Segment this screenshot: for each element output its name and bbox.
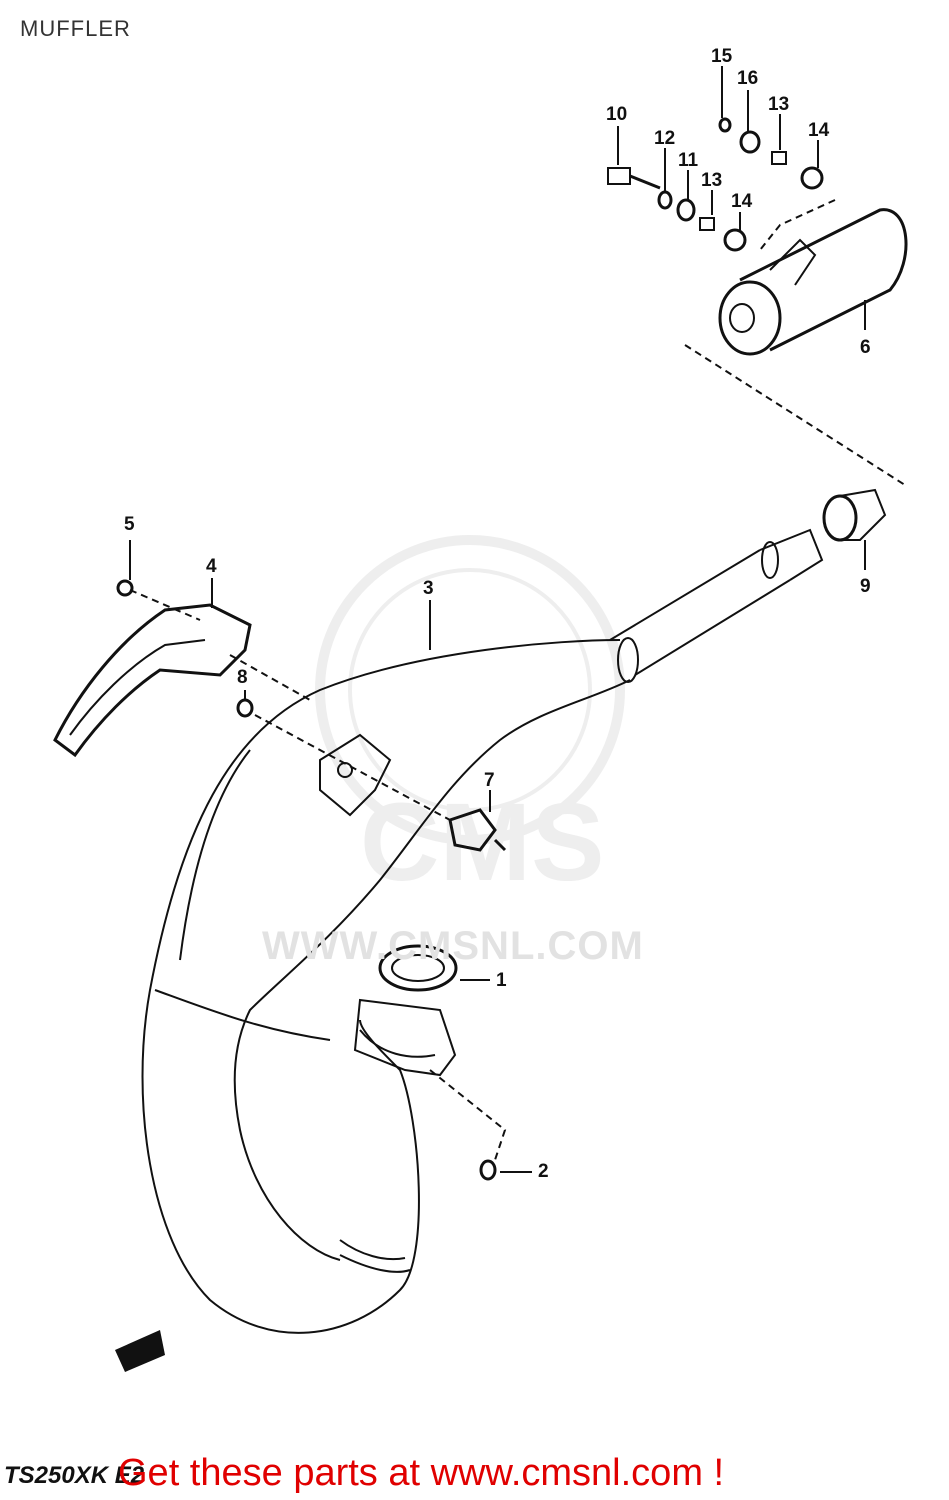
- bracket-part: [53, 603, 252, 758]
- callout-14-upper: 14: [808, 120, 830, 141]
- callout-11: 11: [678, 150, 699, 171]
- assembly-guide-lines: [129, 199, 906, 1161]
- expansion-chamber: [141, 528, 824, 1334]
- svg-text:CMS: CMS: [360, 781, 604, 904]
- callout-leaders: [129, 66, 866, 1173]
- callout-12: 12: [654, 128, 676, 149]
- callout-7: 7: [484, 770, 495, 791]
- callout-14-lower: 14: [731, 191, 753, 212]
- callout-1: 1: [496, 970, 507, 991]
- hardware-items: [116, 117, 824, 1181]
- callout-13-lower: 13: [701, 170, 723, 191]
- muffler-silencer: [718, 208, 908, 356]
- callout-13-upper: 13: [768, 94, 790, 115]
- callout-9: 9: [860, 576, 871, 597]
- page-title: MUFFLER: [20, 16, 131, 41]
- gasket-ring: [378, 944, 458, 992]
- callout-6: 6: [860, 337, 871, 358]
- callout-15: 15: [711, 46, 733, 67]
- watermark-url: WWW.CMSNL.COM: [262, 924, 644, 968]
- tailpipe-joint: [822, 488, 887, 542]
- model-code: TS250XK E2: [4, 1462, 145, 1489]
- callout-4: 4: [206, 556, 217, 577]
- callout-5: 5: [124, 514, 135, 535]
- callout-8: 8: [237, 667, 248, 688]
- front-arrow-icon: [115, 1330, 165, 1372]
- promo-link[interactable]: Get these parts at www.cmsnl.com !: [118, 1452, 725, 1494]
- callout-3: 3: [423, 578, 434, 599]
- callout-16: 16: [737, 68, 759, 89]
- callout-10: 10: [606, 104, 628, 125]
- callout-2: 2: [538, 1161, 549, 1182]
